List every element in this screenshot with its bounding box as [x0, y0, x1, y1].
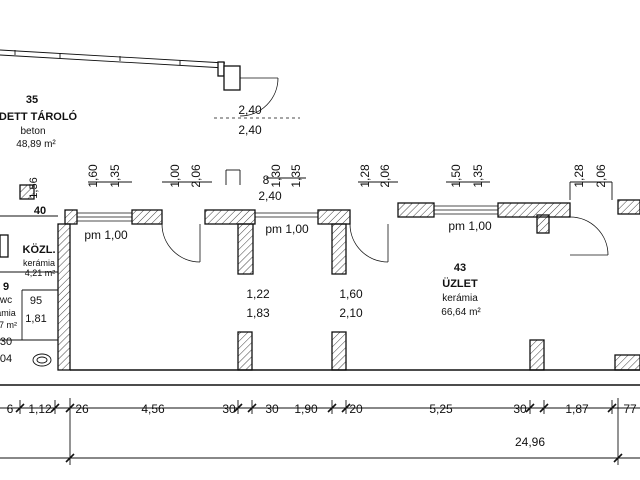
room-40-number: 40: [34, 205, 46, 217]
room-43-area: 66,64 m²: [441, 307, 481, 318]
dim-seg-2: 1,12: [28, 402, 52, 416]
window-dim-markers: [19, 169, 613, 200]
room-43-number: 43: [454, 262, 466, 274]
door-top-height: 2,40: [238, 123, 262, 137]
window-3-height: 1,35: [289, 164, 303, 188]
inner-right-width: 1,60: [339, 287, 363, 301]
storage-room-outline: [0, 49, 300, 119]
room-40-name: KÖZL.: [23, 243, 56, 256]
room-35-area: 48,89 m²: [16, 139, 56, 150]
window-6-height: 2,06: [594, 164, 608, 188]
shop-piers: [237, 214, 640, 371]
dim-seg-8: 20: [349, 402, 363, 416]
dim-seg-12: 77: [623, 402, 637, 416]
window-1-width: 1,60: [86, 164, 100, 188]
dim-seg-3: 26: [75, 402, 89, 416]
window-5-width: 1,50: [449, 164, 463, 188]
wc-door-width: 95: [30, 295, 42, 307]
window-4-height: 2,06: [378, 164, 392, 188]
inner-left-height: 1,83: [246, 306, 270, 320]
inner-right-height: 2,10: [339, 306, 363, 320]
shop-north-wall: [64, 199, 640, 263]
door-mid-height: 2,40: [258, 189, 282, 203]
window-4-width: 1,28: [358, 164, 372, 188]
window-5-height: 1,35: [471, 164, 485, 188]
floor-level-1: pm 1,00: [84, 228, 128, 242]
dim-seg-5: 30: [222, 402, 236, 416]
room-wc-number: 9: [3, 281, 9, 293]
dim-seg-9: 5,25: [429, 402, 453, 416]
dim-seg-10: 30: [513, 402, 527, 416]
door-mid-width: 8: [263, 173, 270, 187]
inner-left-width: 1,22: [246, 287, 270, 301]
window-1-height: 1,35: [108, 164, 122, 188]
room-35-number: 35: [26, 94, 38, 106]
service-rooms: [0, 184, 58, 367]
window-2-height: 2,06: [189, 164, 203, 188]
dim-seg-6: 30: [265, 402, 279, 416]
room-wc-area: 7 m²: [0, 320, 17, 330]
wc-door-height: 1,81: [25, 313, 46, 325]
room-wc-material: amia: [0, 308, 16, 318]
room-43-material: kerámia: [442, 293, 478, 304]
room-35-material: beton: [20, 126, 45, 137]
window-6-width: 1,28: [572, 164, 586, 188]
room-wc-name: wc: [0, 295, 12, 306]
window-2-width: 1,00: [168, 164, 182, 188]
dim-seg-4: 4,56: [141, 402, 165, 416]
shop-south-wall: [0, 223, 640, 386]
room-40-area: 4,21 m²: [25, 268, 56, 278]
left-vertical-dim: 1,56: [28, 177, 40, 198]
small-dim-1: 30: [0, 336, 12, 348]
room-35-name: DETT TÁROLÓ: [0, 110, 78, 123]
dim-seg-7: 1,90: [294, 402, 318, 416]
dimension-lines: [0, 398, 640, 465]
room-40-material: kerámia: [23, 258, 55, 268]
dim-seg-11: 1,87: [565, 402, 589, 416]
floor-level-2: pm 1,00: [265, 222, 309, 236]
floor-level-3: pm 1,00: [448, 219, 492, 233]
dim-seg-1: 6: [7, 402, 14, 416]
window-3-width: 1,30: [269, 164, 283, 188]
door-top-width: 2,40: [238, 103, 262, 117]
total-length: 24,96: [515, 435, 545, 449]
small-dim-2: 04: [0, 353, 12, 365]
room-43-name: ÜZLET: [442, 277, 478, 290]
